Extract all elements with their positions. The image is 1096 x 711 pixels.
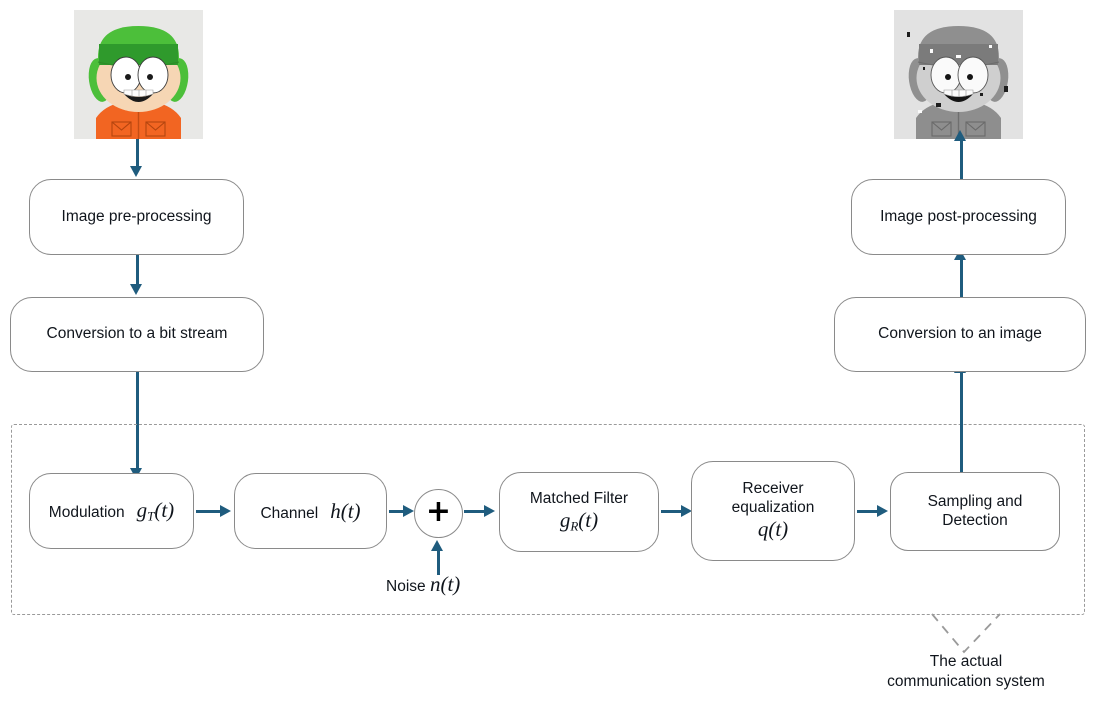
arrowhead-image-to-preprocessing <box>130 166 142 177</box>
connector-equalization-to-sampling <box>857 510 879 513</box>
connector-conversion-to-postprocessing <box>960 256 963 297</box>
actual-communication-system-boundary <box>11 424 1085 615</box>
connector-preprocessing-to-bitstream <box>136 255 139 286</box>
arrowhead-channel-to-adder <box>403 505 414 517</box>
node-image-post-processing-label: Image post-processing <box>880 207 1037 225</box>
connector-sampling-to-conversion <box>960 372 963 472</box>
node-matched-filter-label: Matched Filter gR(t) <box>529 490 629 534</box>
arrowhead-noise-to-adder <box>431 540 443 551</box>
node-conversion-to-bit-stream-label: Conversion to a bit stream <box>46 325 228 343</box>
connector-matched-filter-to-equalization <box>661 510 683 513</box>
node-sampling-and-detection[interactable]: Sampling and Detection <box>890 472 1060 551</box>
plus-icon: + <box>425 494 452 529</box>
node-image-post-processing[interactable]: Image post-processing <box>851 179 1066 255</box>
connector-noise-to-adder <box>437 551 440 575</box>
received-image-grayscale <box>894 10 1023 139</box>
node-image-pre-processing-label: Image pre-processing <box>61 207 212 225</box>
source-image-color <box>74 10 203 139</box>
caption-line-2: communication system <box>887 673 1045 691</box>
connector-adder-to-matched-filter <box>464 510 486 513</box>
connector-bitstream-to-modulation <box>136 372 139 472</box>
arrowhead-preprocessing-to-bitstream <box>130 284 142 295</box>
arrowhead-modulation-to-channel <box>220 505 231 517</box>
node-receiver-equalization[interactable]: Receiver equalization q(t) <box>691 461 855 561</box>
caption-actual-communication-system: The actual communication system <box>866 652 1066 692</box>
arrowhead-adder-to-matched-filter <box>484 505 495 517</box>
received-image-svg <box>894 10 1023 139</box>
node-conversion-to-an-image[interactable]: Conversion to an image <box>834 297 1086 372</box>
arrowhead-postprocessing-to-image <box>954 130 966 141</box>
noise-label: Noise n(t) <box>386 572 461 596</box>
node-receiver-equalization-label: Receiver equalization q(t) <box>731 480 815 541</box>
caption-line-1: The actual <box>929 653 1003 670</box>
connector-modulation-to-channel <box>196 510 221 513</box>
node-matched-filter[interactable]: Matched Filter gR(t) <box>499 472 659 552</box>
arrowhead-equalization-to-sampling <box>877 505 888 517</box>
node-image-pre-processing[interactable]: Image pre-processing <box>29 179 244 255</box>
connector-image-to-preprocessing <box>136 139 139 168</box>
connector-postprocessing-to-image <box>960 139 963 179</box>
node-conversion-to-bit-stream[interactable]: Conversion to a bit stream <box>10 297 264 372</box>
connector-channel-to-adder <box>389 510 405 513</box>
node-sampling-and-detection-label: Sampling and Detection <box>927 493 1023 529</box>
summation-node[interactable]: + <box>414 489 463 538</box>
arrowhead-matched-filter-to-equalization <box>681 505 692 517</box>
node-conversion-to-an-image-label: Conversion to an image <box>878 325 1042 343</box>
source-image-svg <box>74 10 203 139</box>
caption-leader-line <box>931 613 1001 654</box>
